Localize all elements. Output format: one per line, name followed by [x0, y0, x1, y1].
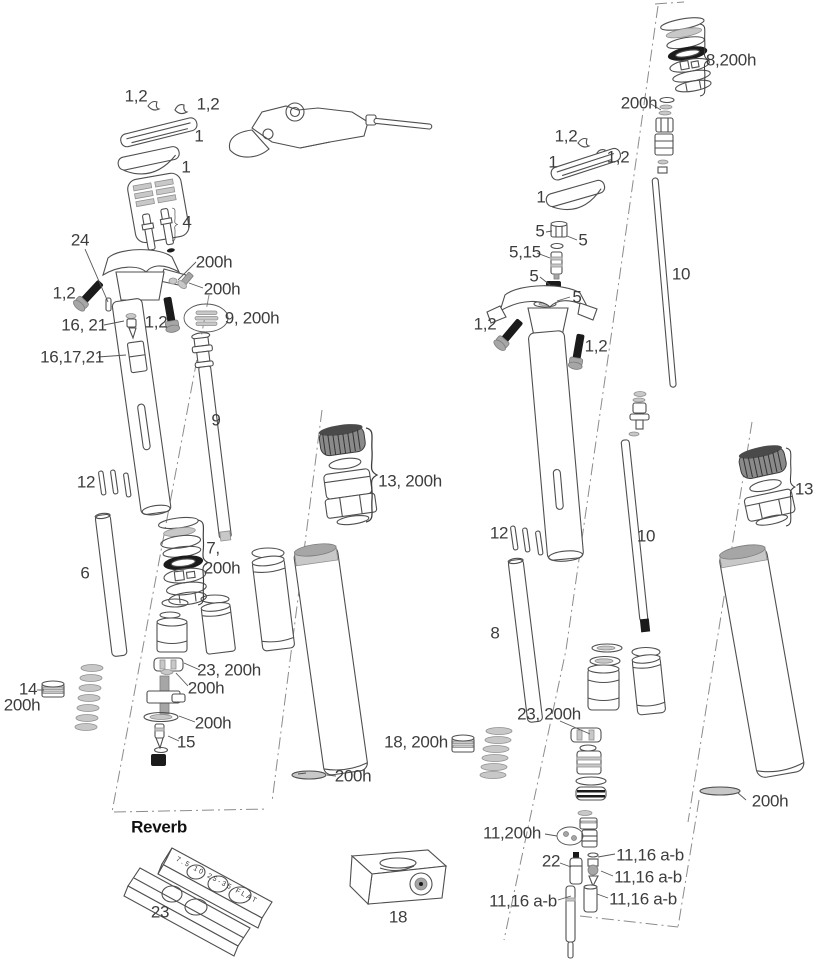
hose-collar-18-200h: [451, 734, 475, 753]
hardware-16-21: [125, 313, 137, 340]
clamp-bolt: [71, 277, 107, 314]
outer-tube-right: [719, 544, 805, 778]
remote-lever: [228, 102, 433, 158]
vise-block-tool-23: [123, 847, 273, 957]
collar-14: [41, 680, 65, 698]
piston-internals-left: [143, 598, 189, 766]
foam-ring-200h-left: [291, 770, 327, 780]
sleeve-cylinders-left: [200, 547, 295, 655]
bleed-block-18: [349, 849, 448, 906]
coil-spring-left: [74, 664, 104, 731]
saddle-clamp-kit-right: [545, 137, 622, 211]
piston-internals-right: [570, 643, 623, 816]
seal-stack-7-200h: [157, 516, 208, 606]
outer-tube-left: [293, 543, 368, 776]
lower-tube-6: [94, 512, 128, 657]
collar-stack-13-200h-left: [318, 424, 378, 526]
clamp-bolt: [491, 315, 527, 353]
inner-rod-10: [620, 439, 651, 633]
upper-post-tube-left: [111, 298, 172, 516]
hose-valve-cluster: [556, 817, 599, 959]
assembly-axes: [111, 1, 753, 941]
coil-spring-right: [479, 727, 513, 779]
seal-kit-9-200h: [183, 303, 229, 333]
actuator-parts-200h: [654, 96, 675, 174]
seal-stack-8-200h: [660, 17, 712, 93]
pins-12-left: [98, 469, 132, 498]
clamp-bolt: [567, 332, 589, 371]
rail-carriage: [127, 172, 190, 258]
hose-fitting-200h: [168, 271, 194, 289]
clamp-bolt: [159, 295, 181, 334]
sleeve-cylinder-right: [631, 646, 666, 716]
collar-stack-13-right: [738, 445, 796, 526]
pins-12-right: [510, 525, 544, 556]
post-head-right: [486, 285, 598, 337]
hardware-16-17-21: [126, 340, 148, 374]
foam-ring-200h-right: [699, 786, 741, 796]
saddle-clamp-kit-left: [117, 100, 198, 175]
post-head-left: [102, 249, 187, 312]
leader-lines: [37, 103, 747, 901]
inner-rod-9: [191, 332, 232, 542]
lower-tube-8: [507, 557, 543, 723]
upper-post-tube-right: [528, 330, 584, 562]
actuator-rod-10-upper: [628, 177, 677, 437]
